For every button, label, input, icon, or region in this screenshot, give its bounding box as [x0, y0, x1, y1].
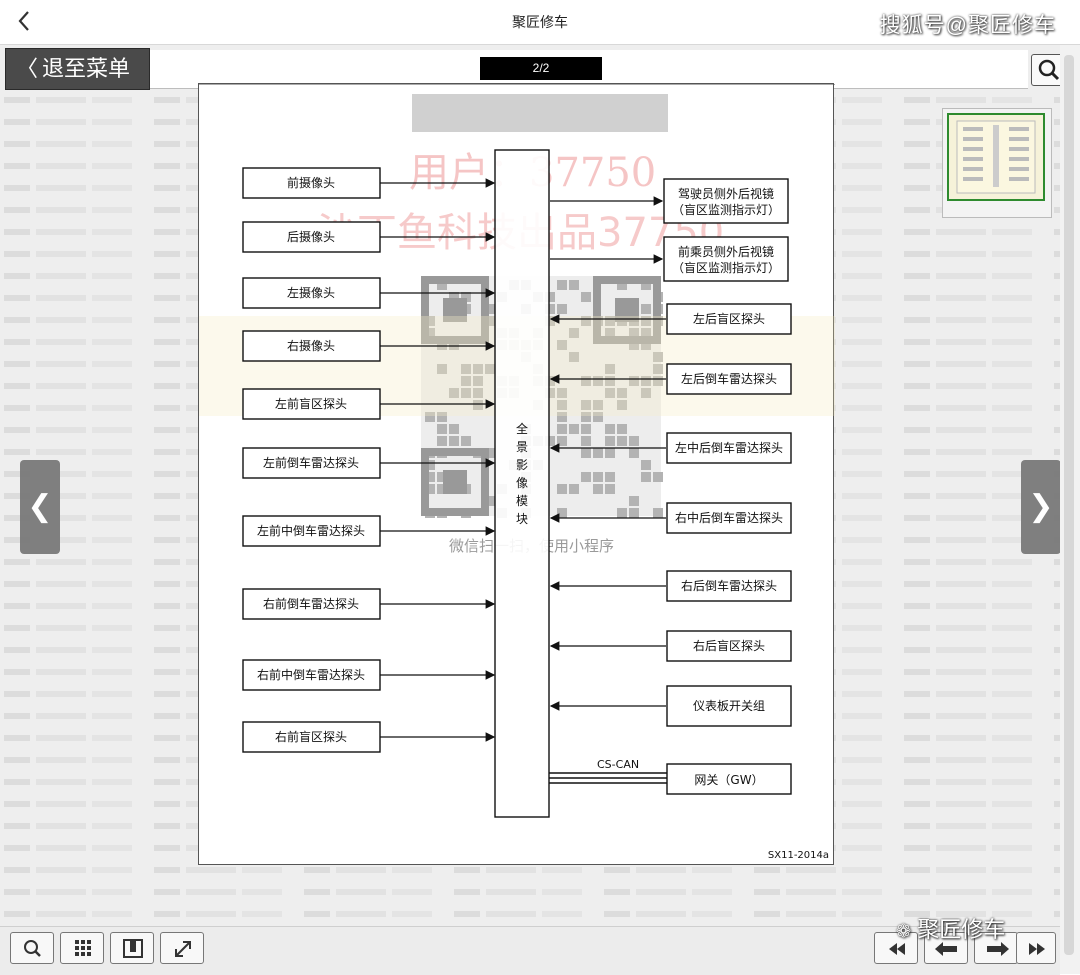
right-input-6: 右后盲区探头	[549, 630, 792, 662]
left-input-9: 右前中倒车雷达探头	[242, 659, 496, 691]
cs-can-bus: CS-CAN	[549, 758, 667, 784]
right-input-label: 左后倒车雷达探头	[681, 371, 777, 386]
prev-page-button[interactable]: ❮	[20, 460, 60, 554]
bookmark-button[interactable]	[110, 932, 154, 964]
zoom-button[interactable]	[10, 932, 54, 964]
zoom-icon	[24, 940, 41, 957]
center-module-char: 景	[516, 440, 528, 454]
search-icon	[1038, 59, 1060, 81]
page-indicator: 2/2	[480, 57, 602, 80]
wechat-brand-watermark: ❁ 聚匠修车	[896, 912, 1005, 944]
left-input-label: 前摄像头	[287, 175, 335, 190]
left-input-label: 左前倒车雷达探头	[263, 455, 359, 470]
bus-label: CS-CAN	[597, 758, 639, 771]
right-input-5: 右后倒车雷达探头	[549, 570, 792, 602]
center-module-char: 模	[516, 494, 528, 508]
left-input-4: 右摄像头	[242, 330, 496, 362]
arrow-right-icon	[987, 942, 1009, 956]
center-module-char: 块	[516, 512, 528, 526]
double-right-icon	[1029, 943, 1045, 955]
left-input-5: 左前盲区探头	[242, 388, 496, 420]
brand-watermark: 搜狐号@聚匠修车	[879, 14, 1056, 37]
center-module-char: 像	[516, 476, 528, 490]
left-input-label: 后摄像头	[287, 229, 335, 244]
left-input-label: 右前盲区探头	[275, 729, 347, 744]
thumbnail-preview	[956, 120, 1036, 194]
fullscreen-button[interactable]	[160, 932, 204, 964]
left-input-3: 左摄像头	[242, 277, 496, 309]
right-output-label: 驾驶员侧外后视镜（盲区监测指示灯）	[672, 186, 780, 217]
right-input-label: 右后盲区探头	[693, 638, 765, 653]
thumbnail-viewport	[947, 113, 1045, 201]
left-input-label: 左前盲区探头	[275, 396, 347, 411]
gateway-label: 网关（GW）	[694, 773, 763, 787]
diagram-zoom-toolbar[interactable]	[412, 94, 668, 132]
center-module-char: 影	[516, 458, 528, 472]
left-input-1: 前摄像头	[242, 167, 496, 199]
wiring-diagram: 用户：37750 沙丁鱼科技出品37750 微信扫一扫，使用小程序 全景影像模块…	[199, 84, 835, 861]
gateway-box	[666, 763, 792, 795]
right-output-1: 驾驶员侧外后视镜（盲区监测指示灯）	[550, 178, 789, 224]
right-input-2: 左后倒车雷达探头	[549, 363, 792, 395]
scrollbar-thumb[interactable]	[1064, 55, 1074, 955]
right-input-label: 右中后倒车雷达探头	[675, 510, 783, 525]
center-module-box	[494, 149, 550, 818]
chevron-left-icon: ❮	[27, 490, 53, 523]
left-input-10: 右前盲区探头	[242, 721, 496, 753]
right-input-3: 左中后倒车雷达探头	[549, 432, 792, 464]
wechat-brand-label: 聚匠修车	[917, 917, 1006, 942]
diagram-page: 用户：37750 沙丁鱼科技出品37750 微信扫一扫，使用小程序 全景影像模块…	[198, 83, 835, 865]
right-input-label: 右后倒车雷达探头	[681, 578, 777, 593]
center-module-char: 全	[516, 421, 528, 436]
back-to-menu-button[interactable]: 〈退至菜单	[5, 48, 150, 90]
double-left-icon	[889, 943, 905, 955]
app-bar: 聚匠修车 搜狐号@聚匠修车	[0, 0, 1080, 45]
right-output-2: 前乘员侧外后视镜（盲区监测指示灯）	[550, 236, 789, 282]
left-input-label: 左摄像头	[287, 285, 335, 300]
left-input-label: 右前中倒车雷达探头	[257, 667, 365, 682]
right-input-4: 右中后倒车雷达探头	[549, 502, 792, 534]
arrow-left-icon	[935, 942, 957, 956]
chevron-left-icon: 〈	[16, 56, 39, 81]
previous-page-button[interactable]	[924, 932, 968, 964]
right-input-label: 左后盲区探头	[693, 311, 765, 326]
grid-icon	[75, 940, 91, 956]
chevron-right-icon: ❯	[1028, 490, 1054, 523]
next-page-button[interactable]: ❯	[1021, 460, 1061, 554]
bookmark-icon	[123, 939, 143, 958]
expand-icon	[175, 941, 191, 957]
right-output-label: 前乘员侧外后视镜（盲区监测指示灯）	[672, 244, 780, 275]
right-input-1: 左后盲区探头	[549, 303, 792, 335]
left-input-2: 后摄像头	[242, 221, 496, 253]
left-input-7: 左前中倒车雷达探头	[242, 515, 496, 547]
left-input-8: 右前倒车雷达探头	[242, 588, 496, 620]
diagram-code: SX11-2014a	[768, 850, 829, 861]
left-input-label: 左前中倒车雷达探头	[257, 523, 365, 538]
app-title: 聚匠修车	[512, 14, 568, 30]
back-icon[interactable]	[10, 6, 40, 36]
page-thumbnail[interactable]	[942, 108, 1052, 218]
last-page-button[interactable]	[1016, 932, 1056, 964]
first-page-button[interactable]	[874, 932, 918, 964]
back-to-menu-label: 退至菜单	[42, 56, 131, 81]
right-input-7: 仪表板开关组	[549, 685, 792, 727]
right-input-label: 仪表板开关组	[693, 699, 765, 713]
left-input-label: 右摄像头	[287, 338, 335, 353]
left-input-6: 左前倒车雷达探头	[242, 447, 496, 479]
wechat-icon: ❁	[896, 921, 912, 941]
right-input-label: 左中后倒车雷达探头	[675, 440, 783, 455]
grid-view-button[interactable]	[60, 932, 104, 964]
scrollbar[interactable]	[1060, 45, 1080, 974]
left-input-label: 右前倒车雷达探头	[263, 596, 359, 611]
